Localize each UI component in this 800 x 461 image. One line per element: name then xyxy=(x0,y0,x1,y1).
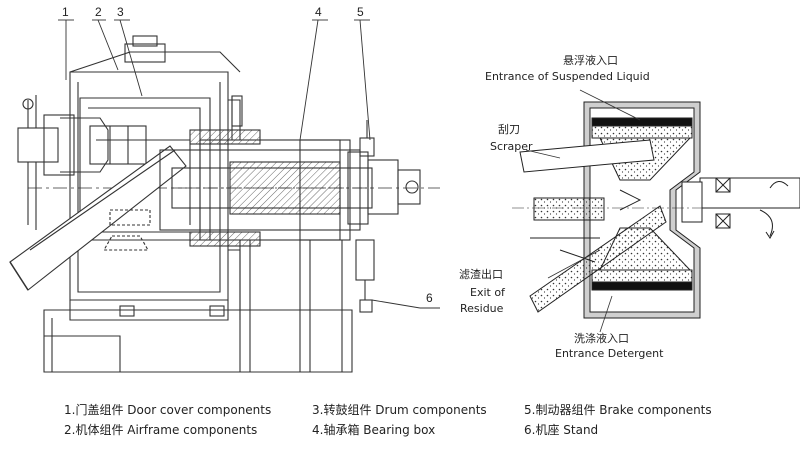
callout-4: 4 xyxy=(315,5,322,19)
label-scraper-cn: 刮刀 xyxy=(498,122,520,136)
drum-detail xyxy=(512,101,800,319)
label-residue-cn: 滤渣出口 xyxy=(459,267,503,281)
callout-1: 1 xyxy=(62,5,69,19)
label-residue-en1: Exit of xyxy=(470,286,506,299)
callout-2: 2 xyxy=(95,5,102,19)
legend-item-1: 1.门盖组件 Door cover components xyxy=(64,403,272,417)
callout-5: 5 xyxy=(357,5,364,19)
label-residue-en2: Residue xyxy=(460,302,504,315)
legend-item-2: 2.机体组件 Airframe components xyxy=(64,423,258,437)
callout-6: 6 xyxy=(426,291,433,305)
assembly-section xyxy=(9,35,440,373)
legend-item-6: 6.机座 Stand xyxy=(524,423,599,437)
label-detergent-cn: 洗涤液入口 xyxy=(574,331,629,345)
label-scraper-en: Scraper xyxy=(490,140,533,153)
detail-leaders xyxy=(525,89,641,333)
legend-item-3: 3.转鼓组件 Drum components xyxy=(312,403,487,417)
legend-item-5: 5.制动器组件 Brake components xyxy=(524,403,712,417)
legend-item-4: 4.轴承箱 Bearing box xyxy=(312,423,436,437)
callout-leaders xyxy=(58,19,440,309)
callout-3: 3 xyxy=(117,5,124,19)
label-suspended-en: Entrance of Suspended Liquid xyxy=(485,70,650,83)
label-suspended-cn: 悬浮液入口 xyxy=(563,53,618,67)
label-detergent-en: Entrance Detergent xyxy=(555,347,664,360)
